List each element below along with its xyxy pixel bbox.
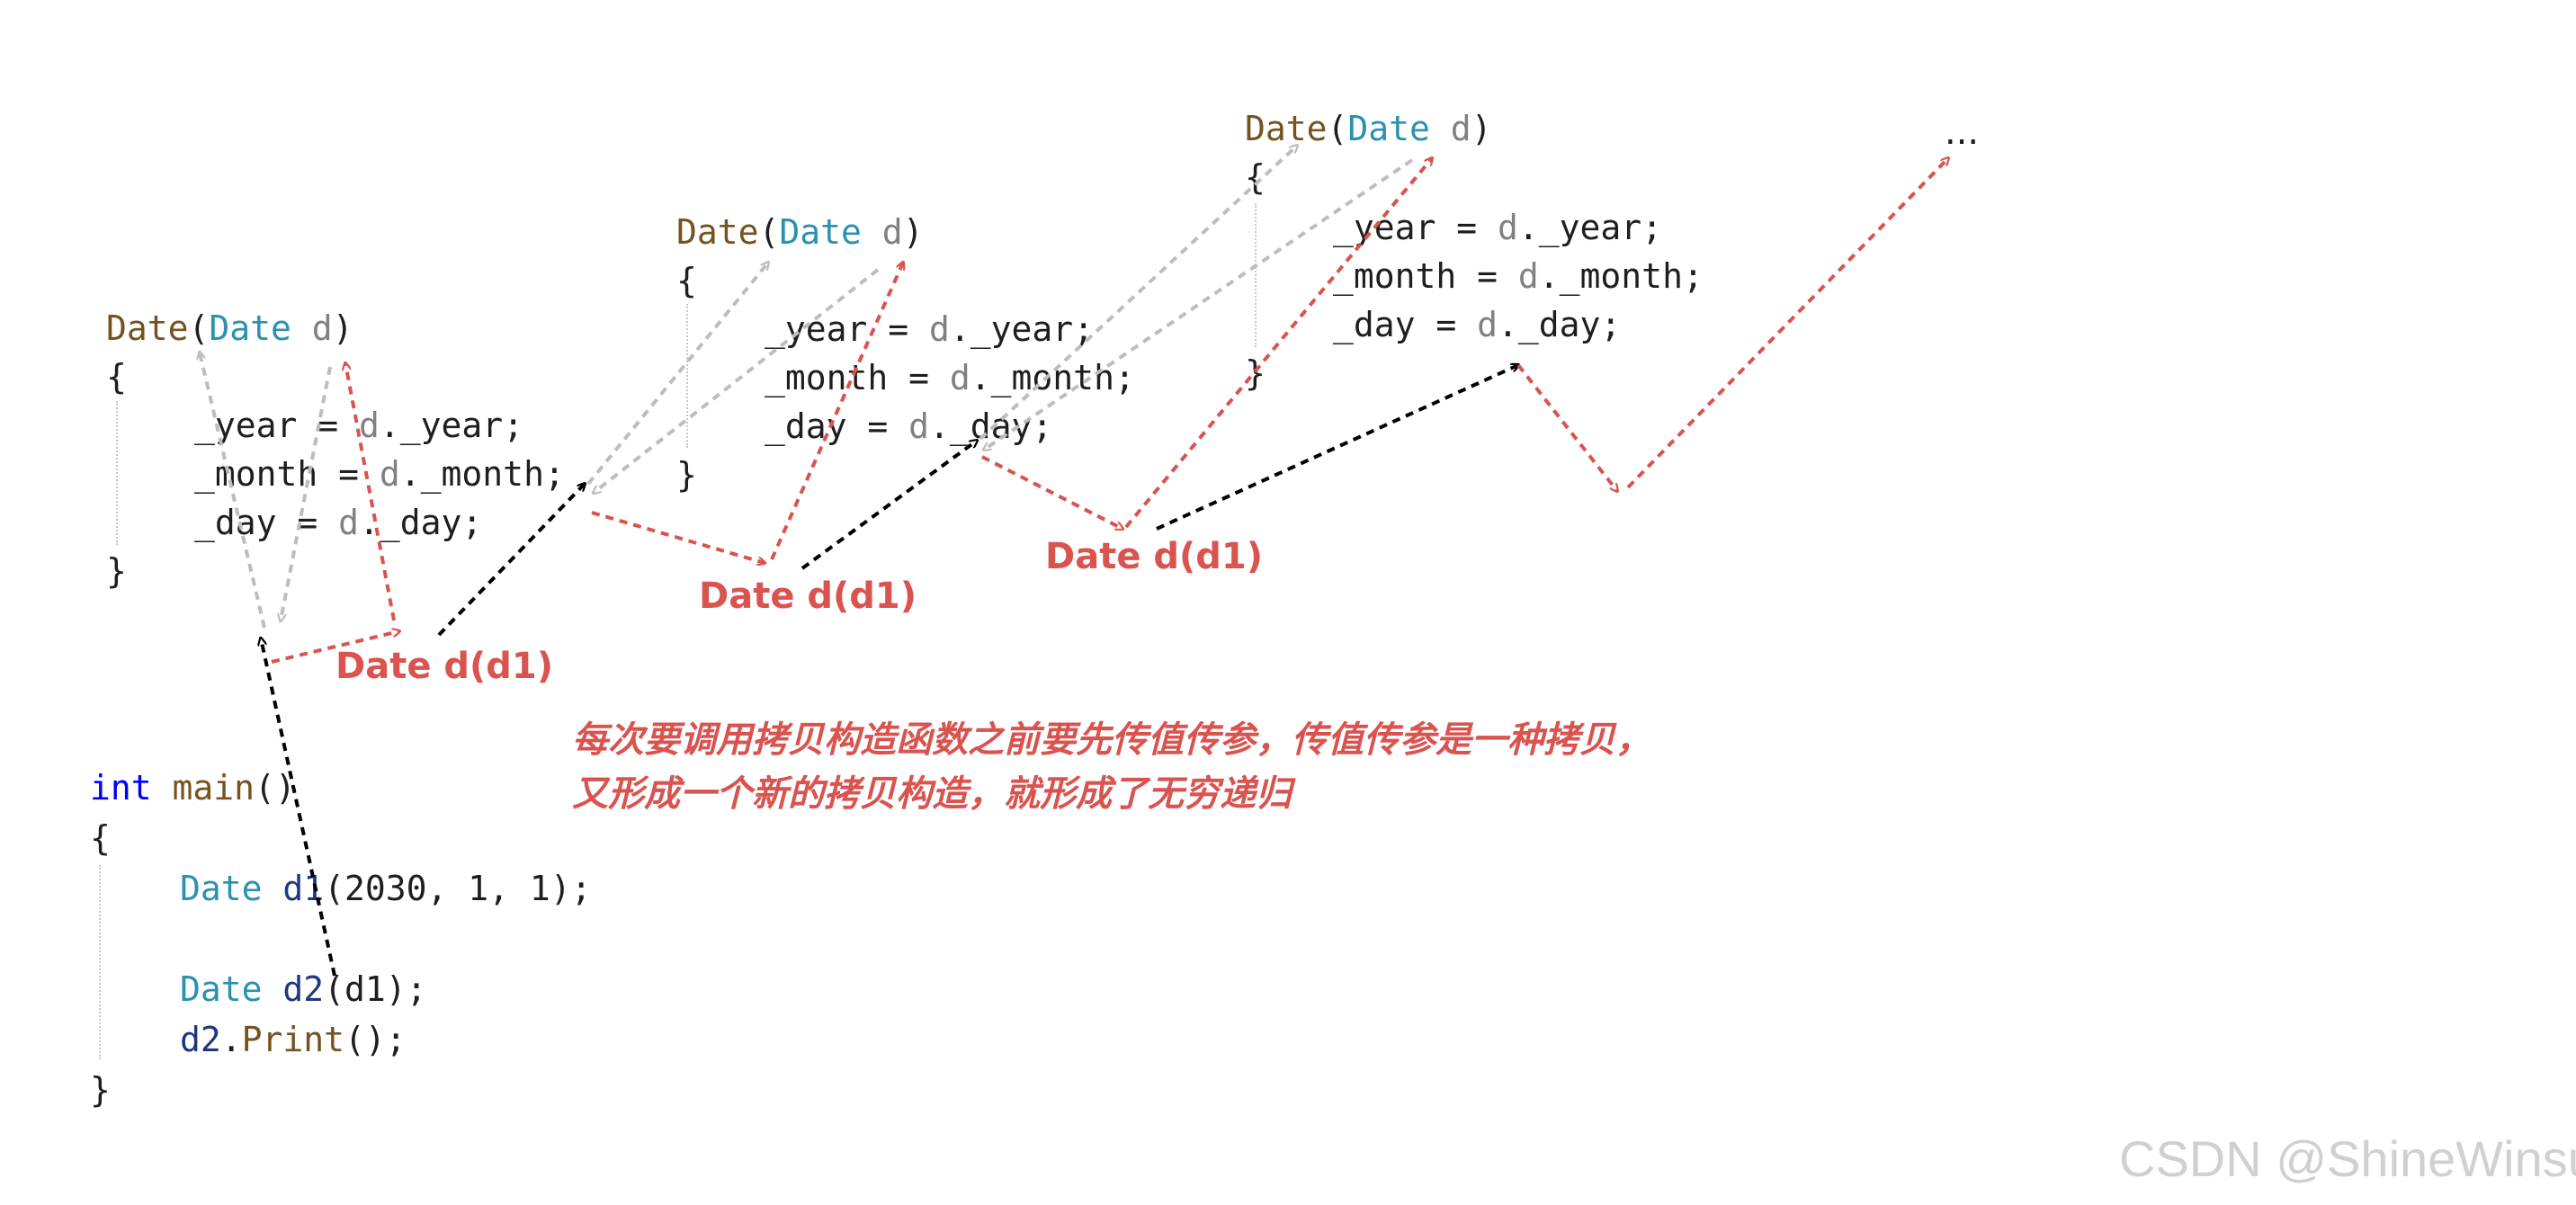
gray-arrow <box>281 366 332 620</box>
open-brace: { <box>106 357 127 397</box>
explanation-line-1: 每次要调用拷贝构造函数之前要先传值传参，传值传参是一种拷贝， <box>572 719 1651 761</box>
red-arrow <box>591 511 765 563</box>
main-signature: int main() <box>90 768 296 808</box>
open-brace: { <box>676 261 697 300</box>
gray-arrow <box>984 158 1414 450</box>
black-arrow <box>1156 365 1518 531</box>
red-arrow <box>981 455 1123 529</box>
constructor-signature: Date(Date d) <box>1245 109 1492 148</box>
constructor-block-3: Date(Date d) { _year = d._year; _month =… <box>1245 104 1704 444</box>
declare-d2: Date d2(d1); <box>180 969 427 1009</box>
watermark: CSDN @ShineWinsu <box>2119 1130 2576 1187</box>
assign-day: _day = d._day; <box>765 406 1053 446</box>
constructor-block-1: Date(Date d) { _year = d._year; _month =… <box>106 304 565 644</box>
explanation-line-2: 又形成一个新的拷贝构造，就形成了无穷递归 <box>572 773 1292 815</box>
copy-label-1: Date d(d1) <box>335 646 554 687</box>
indent-guide <box>1255 203 1257 347</box>
black-arrow <box>437 484 585 637</box>
black-arrow <box>801 441 977 570</box>
gray-arrow <box>979 146 1297 441</box>
red-arrow <box>1516 363 1617 491</box>
black-arrow <box>261 638 336 977</box>
indent-guide <box>99 865 101 1059</box>
call-print: d2.Print(); <box>180 1020 407 1059</box>
main-function: int main() { Date d1(2030, 1, 1); Date d… <box>90 763 592 1115</box>
close-brace: } <box>90 1070 111 1110</box>
red-arrow <box>1626 158 1948 489</box>
close-brace: } <box>676 455 697 495</box>
copy-label-2: Date d(d1) <box>699 576 917 617</box>
declare-d1: Date d1(2030, 1, 1); <box>180 869 592 908</box>
red-arrow <box>770 263 903 560</box>
assign-day: _day = d._day; <box>1333 305 1622 344</box>
assign-year: _year = d._year; <box>194 406 524 445</box>
gray-arrow <box>200 353 266 629</box>
red-arrow <box>271 631 399 664</box>
ellipsis: ... <box>1945 112 1980 153</box>
open-brace: { <box>90 818 111 858</box>
indent-guide <box>116 401 118 545</box>
constructor-block-2: Date(Date d) { _year = d._year; _month =… <box>676 208 1135 548</box>
constructor-signature: Date(Date d) <box>106 308 353 348</box>
gray-arrow <box>586 263 768 486</box>
gray-arrow <box>594 268 880 493</box>
red-arrow <box>345 363 396 621</box>
constructor-signature: Date(Date d) <box>676 212 924 252</box>
assign-month: _month = d._month; <box>1333 256 1704 296</box>
close-brace: } <box>1245 353 1266 393</box>
assign-year: _year = d._year; <box>765 309 1095 349</box>
copy-label-3: Date d(d1) <box>1045 536 1264 577</box>
open-brace: { <box>1245 157 1266 197</box>
assign-month: _month = d._month; <box>194 454 565 494</box>
red-arrow <box>1124 158 1432 529</box>
indent-guide <box>686 304 688 448</box>
close-brace: } <box>106 551 127 591</box>
